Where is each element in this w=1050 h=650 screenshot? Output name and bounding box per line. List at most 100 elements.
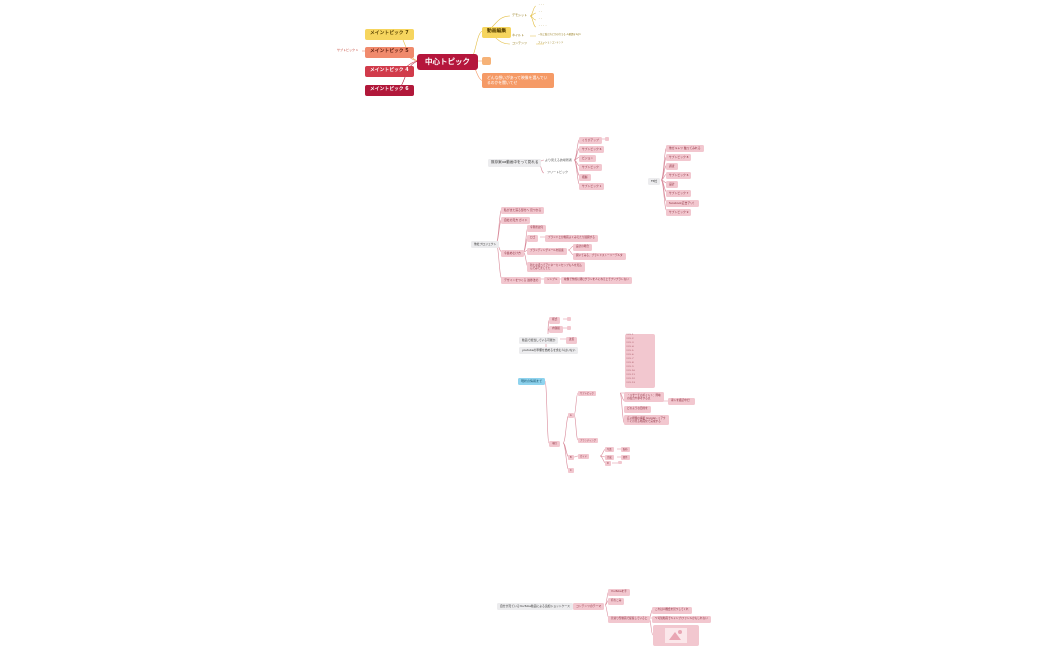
link-c2-leaves	[573, 138, 605, 186]
c4-list-box[interactable]	[625, 334, 655, 388]
c5-image-thumbnail[interactable]	[653, 625, 699, 646]
c3-leaf-1[interactable]: ブランドとか動画よくみえたり展開する	[545, 235, 598, 242]
c4-top-2[interactable]: 内容組	[549, 326, 563, 333]
main-topic-7[interactable]: メイントピック 7	[365, 29, 414, 40]
c2-leaf-2[interactable]: サブトピック 6	[579, 146, 605, 153]
c3-child-3[interactable]: 今進めむけ方	[501, 250, 524, 257]
c2-leaf-3[interactable]: ビジョン	[579, 155, 597, 162]
c2-right-leaf-7[interactable]: facebook広告アリ！	[666, 200, 699, 207]
c5-child-3[interactable]: 見切り型動画で提案していると	[608, 616, 651, 623]
link-c4-branches	[562, 392, 668, 471]
c3-child-1[interactable]: 私がまた深る部分へ 見つかる	[501, 207, 545, 214]
c3-mid-1[interactable]: 今現状は何	[527, 225, 546, 232]
c4-branding[interactable]: ブランディング	[578, 438, 598, 444]
c2-right-leaf-4[interactable]: サブトピック 6	[666, 172, 692, 179]
c3-mid-2[interactable]: ロゴ	[527, 235, 539, 242]
c4-list-11: リスト 11	[626, 374, 635, 376]
c2-leaf-empty[interactable]	[605, 137, 609, 141]
c4-item-3-child[interactable]	[618, 461, 622, 464]
c4-label-b[interactable]: B	[568, 455, 574, 461]
link-video-leaves	[529, 5, 544, 45]
question-topic[interactable]: どんな想いがあって映像を選んでいるのかを聞いてせ	[482, 73, 554, 89]
video-leaf-3[interactable]: ・・	[538, 17, 543, 20]
link-c2-right	[660, 146, 668, 212]
c4-item-2-child[interactable]: 要件	[621, 455, 630, 461]
c3-child-4[interactable]: デザインをつくる 進捗法の	[501, 277, 542, 284]
c5-child-1[interactable]: YouTubeを手	[608, 589, 630, 596]
video-edit-topic[interactable]: 動画編集	[482, 27, 512, 38]
c5-leaf-1[interactable]: これは人機会を見つしてくれ	[652, 607, 692, 614]
c2-right-leaf-1[interactable]: 他ガルレツ 触ってみれる	[666, 145, 704, 152]
center-topic[interactable]: 中心トピック	[417, 54, 478, 70]
c4-photo[interactable]: 写真	[605, 447, 614, 453]
main-topic-5[interactable]: メイントピック 5	[365, 47, 414, 58]
c2-right-leaf-2[interactable]: サブトピック 8	[666, 154, 692, 161]
c4-top-3[interactable]: 動画で担当している可能か	[519, 337, 559, 344]
c4-note-3[interactable]: 導入を検証中だ！	[668, 398, 695, 405]
c3-mid-3[interactable]: ブランディングメールを提案	[527, 248, 567, 255]
c2-leaf-5[interactable]: 把握	[579, 174, 591, 181]
c4-branch-main[interactable]: 項目	[549, 441, 560, 448]
c3-leaf-5[interactable]: 映像で作成に関むグランを人にねえとでプリプラレない	[561, 277, 632, 284]
c3-leaf-3[interactable]: 開いてみる、ブランドストーリーデルタ	[573, 253, 626, 260]
c4-list-9: リスト 9	[626, 366, 634, 368]
c4-item-3[interactable]: D	[605, 461, 611, 467]
video-leaf-1[interactable]: ・・・	[538, 3, 545, 6]
c4-top-5[interactable]: youtubeの準備を始めるを含む人はいない	[519, 347, 579, 354]
c4-top-4[interactable]: 改善	[566, 337, 578, 344]
c4-top-2-child[interactable]	[567, 326, 571, 330]
link-c5-mid	[604, 590, 654, 636]
c3-leaf-2[interactable]: 設計の場合	[573, 244, 592, 251]
main-topic-4[interactable]: メイントピック 4	[365, 66, 414, 77]
video-leaf-4[interactable]: ・・・・	[538, 24, 548, 27]
c2-branch-1[interactable]: より見える的場所者	[545, 158, 572, 162]
c4-label-a[interactable]: A	[568, 413, 574, 419]
c5-root[interactable]: 自分が見ているYouTube動画による追加ショットケース	[497, 603, 573, 610]
c2-branch-2[interactable]: フリートピック	[547, 170, 569, 174]
c4-photo-child[interactable]: 配布	[621, 447, 630, 453]
c4-note-1[interactable]: ・リサーチのポイント：興味の度合や参考する点	[624, 392, 664, 403]
c4-list-3: リスト 3	[626, 342, 634, 344]
c3-mid-4[interactable]: 新たな話ってアドネーカンセップも人を見込んでみてましてた	[527, 262, 585, 273]
c4-top-1-child[interactable]	[567, 317, 571, 321]
c2-leaf-6[interactable]: サブトピック 1	[579, 183, 605, 190]
c2-right-leaf-3[interactable]: 調査	[666, 163, 678, 170]
video-leaf-2[interactable]: ・・	[538, 10, 543, 13]
c4-list-2: リスト 2	[626, 338, 634, 340]
c2-right-leaf-8[interactable]: サブトピック 9	[666, 209, 692, 216]
c4-list-head[interactable]: サブトピック	[578, 391, 596, 397]
c3-child-2[interactable]: 自社の見方 ガイド	[501, 217, 531, 224]
c2-leaf-1[interactable]: くりぴアップ	[579, 137, 602, 144]
c4-note-2[interactable]: どのような目的を	[624, 406, 651, 413]
c4-list-13: リスト 13	[626, 382, 635, 384]
video-leaf-5[interactable]: 一気に結び方とかの行うる 人確認を1の1	[538, 33, 581, 36]
c4-list-12: リスト 12	[626, 378, 635, 380]
c2-right-leaf-5[interactable]: 設計	[666, 181, 678, 188]
main-topic-6[interactable]: メイントピック 6	[365, 85, 414, 96]
c2-root[interactable]: 既存案ua動画中をって見れる	[488, 159, 542, 167]
c4-list-4: リスト 4	[626, 346, 634, 348]
c4-label-c[interactable]: C	[568, 468, 574, 474]
floating-subtopic[interactable]: サブトピック 1	[337, 48, 358, 52]
video-child-1[interactable]: デモシット	[512, 13, 528, 17]
video-child-3[interactable]: コンテンツ	[512, 41, 528, 45]
c4-root[interactable]: 現状の情報まで	[518, 378, 546, 385]
video-child-2[interactable]: ネイルト	[512, 33, 525, 37]
empty-orange-topic[interactable]	[482, 57, 491, 65]
c4-top-1[interactable]: 様式	[549, 317, 561, 324]
link-c4-top	[545, 318, 567, 348]
c2-right-leaf-6[interactable]: サブトピック 7	[666, 190, 692, 197]
c4-guide[interactable]: ガイド	[578, 454, 589, 460]
video-leaf-6[interactable]: ファッションコンテンツ	[538, 41, 564, 44]
c4-list-10: リスト 10	[626, 370, 635, 372]
c2-leaf-4[interactable]: サブトピック	[579, 164, 602, 171]
c4-note-4[interactable]: 広い経験の構築 Googleレイアウトその見る動画化で完成する	[624, 415, 669, 426]
c5-mid[interactable]: コンテンツのテーマ	[573, 603, 605, 610]
c4-item-2[interactable]: 完成	[605, 455, 614, 461]
c5-leaf-2[interactable]: ヤ可知動画でキャンプ/ファンルかもしれない	[652, 616, 711, 623]
c3-leaf-4[interactable]: シンプル	[544, 277, 561, 284]
c3-root[interactable]: 他社プロジェクト	[471, 241, 500, 248]
c5-child-2[interactable]: 持ちこみ	[608, 598, 625, 605]
c2-right-root[interactable]: FP社	[648, 178, 661, 185]
